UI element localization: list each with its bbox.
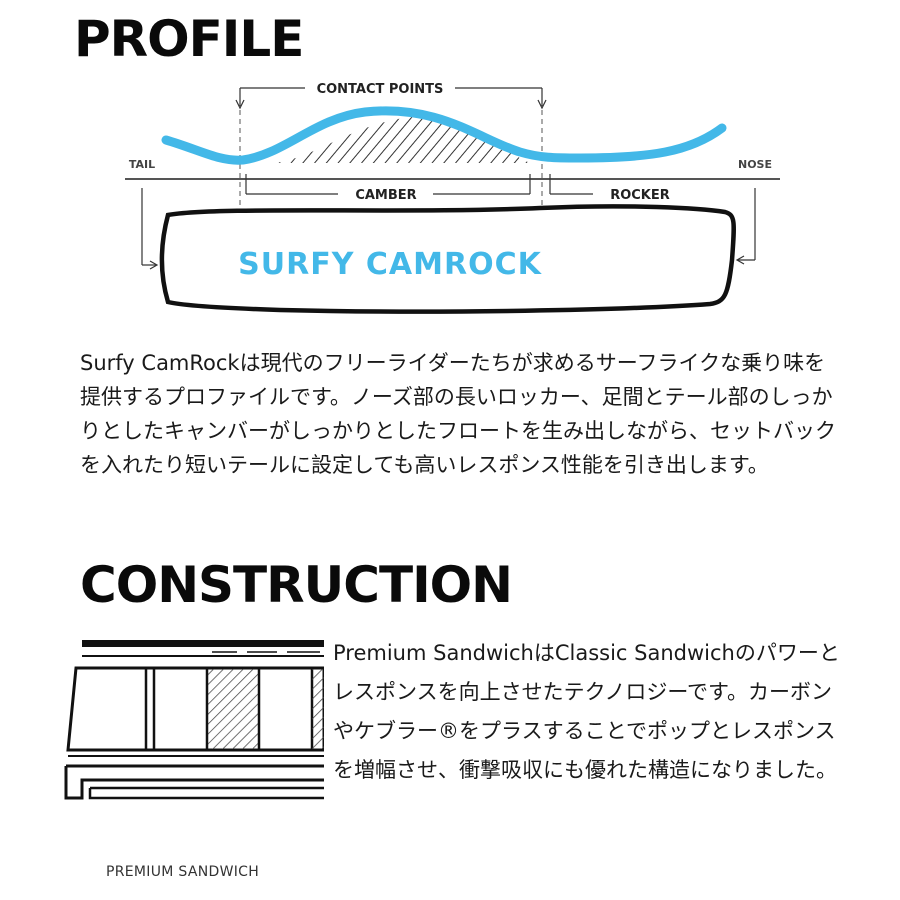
board-profile-curve xyxy=(161,106,727,165)
nose-arrow xyxy=(735,188,756,265)
rocker-label: ROCKER xyxy=(610,188,670,203)
rocker-bracket xyxy=(549,174,593,195)
tail-label: TAIL xyxy=(129,158,155,171)
contact-points-label: CONTACT POINTS xyxy=(317,82,444,97)
construction-title: CONSTRUCTION xyxy=(80,556,513,614)
core-outline xyxy=(66,666,324,752)
base-layer xyxy=(88,786,324,800)
construction-caption: PREMIUM SANDWICH xyxy=(106,864,260,880)
camber-label: CAMBER xyxy=(355,188,416,203)
edge-layer xyxy=(64,764,324,800)
contact-points-bracket xyxy=(235,87,547,110)
camber-bracket xyxy=(245,174,531,195)
construction-diagram xyxy=(64,640,324,800)
tail-arrow xyxy=(141,188,159,270)
carbon-stringer xyxy=(207,669,259,749)
profile-title: PROFILE xyxy=(74,10,304,68)
profile-diagram: CONTACT POINTS TAIL NOSE CAMBER ROCKER S… xyxy=(125,82,780,314)
construction-description: Premium SandwichはClassic Sandwichのパワーとレス… xyxy=(333,641,840,782)
top-sheet xyxy=(82,640,324,647)
board-outline xyxy=(159,204,736,314)
nose-label: NOSE xyxy=(738,158,772,171)
profile-description: Surfy CamRockは現代のフリーライダーたちが求めるサーフライクな乗り味… xyxy=(80,351,836,477)
brand-name: SURFY CAMROCK xyxy=(238,247,542,282)
